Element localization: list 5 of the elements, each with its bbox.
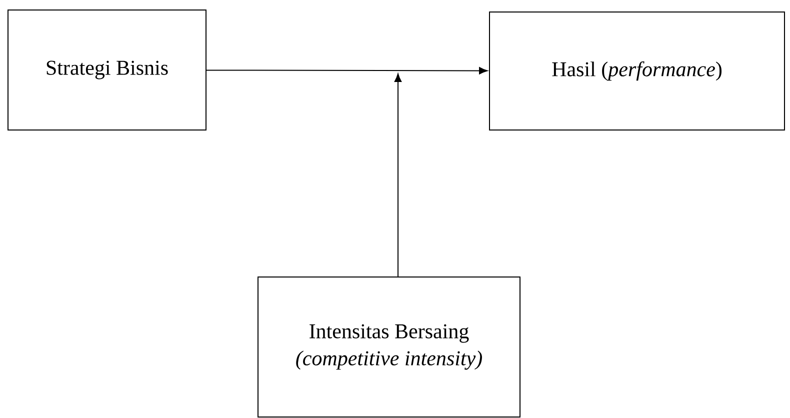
box: Intensitas Bersaing (competitive intensity) <box>258 276 520 418</box>
box: Strategi Bisnis <box>8 10 206 130</box>
arrow <box>206 67 488 74</box>
arrow <box>394 73 402 277</box>
box: Hasil (performance) <box>489 12 785 130</box>
